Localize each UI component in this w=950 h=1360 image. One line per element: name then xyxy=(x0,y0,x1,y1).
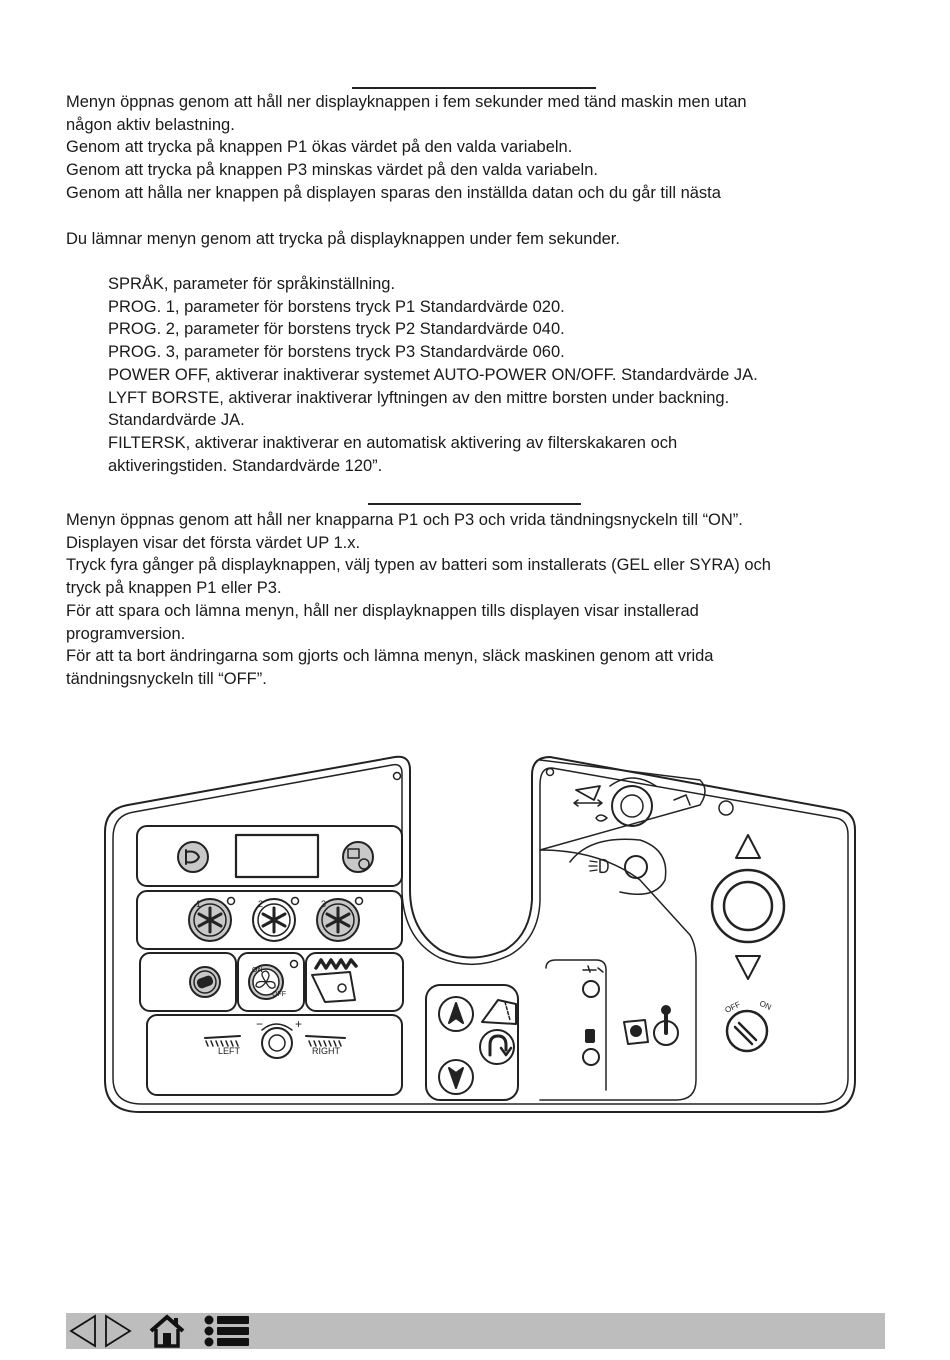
parameter-item: Standardvärde JA. xyxy=(108,411,245,430)
parameter-item: FILTERSK, aktiverar inaktiverar en autom… xyxy=(108,433,678,452)
brush-rotation-icon xyxy=(595,814,608,822)
parameter-item: aktiveringstiden. Standardvärde 120”. xyxy=(108,456,383,475)
lcd-display xyxy=(234,833,320,879)
panel-inner-outline xyxy=(112,763,849,1105)
horn-button xyxy=(177,841,209,873)
key-on-label: ON xyxy=(758,999,773,1012)
ignition-key-switch xyxy=(725,1009,769,1053)
panel-screw xyxy=(392,771,402,781)
reverse-button xyxy=(479,1029,515,1065)
main-brush-knob xyxy=(609,777,657,827)
left-brush-icon xyxy=(204,1035,241,1047)
home-icon xyxy=(149,1314,185,1348)
engine-icon xyxy=(623,1019,649,1045)
parameter-item: POWER OFF, aktiverar inaktiverar systeme… xyxy=(108,365,758,384)
parameter-list: SPRÅK, parameter för språkinställning. P… xyxy=(108,273,888,477)
contents-list-button[interactable] xyxy=(202,1313,252,1349)
section1-line: Genom att trycka på knappen P1 ökas värd… xyxy=(66,138,573,157)
speed-control-knob xyxy=(710,868,786,944)
fan-on-label: ON xyxy=(252,967,263,974)
fan-off-label: OFF xyxy=(272,991,286,998)
main-brush-icon xyxy=(573,785,603,807)
section2-line: tryck på knappen P1 eller P3. xyxy=(66,579,282,598)
engine-toggle-switch xyxy=(653,1005,679,1046)
down-arrow-button xyxy=(438,1059,474,1095)
parameter-item: PROG. 1, parameter för borstens tryck P1… xyxy=(108,297,565,316)
work-light-button xyxy=(342,841,374,873)
section2-line: tändningsnyckeln till “OFF”. xyxy=(66,669,267,688)
heading-underline-1 xyxy=(352,87,596,89)
prev-page-button[interactable] xyxy=(67,1313,99,1349)
headlight-icon xyxy=(588,858,609,874)
mode-icon xyxy=(481,999,517,1025)
indicator-area xyxy=(545,959,607,1091)
parameter-item: PROG. 2, parameter för borstens tryck P2… xyxy=(108,320,565,339)
control-panel-illustration: 1 2 3 ON OFF LEFT RIGHT − + xyxy=(100,748,860,1120)
section1-line: Menyn öppnas genom att håll ner displayk… xyxy=(66,93,747,111)
section2-line: programversion. xyxy=(66,624,186,643)
section2-line: Tryck fyra gånger på displayknappen, väl… xyxy=(66,556,771,575)
panel-screw xyxy=(545,767,555,777)
section1-line: någon aktiv belastning. xyxy=(66,115,235,134)
heading-underline-2 xyxy=(368,503,581,505)
up-arrow-button xyxy=(438,996,474,1032)
status-light xyxy=(718,800,734,816)
brush-program-button-3 xyxy=(316,896,364,942)
brush-program-button-1 xyxy=(188,896,236,942)
fuel-indicator xyxy=(582,1029,600,1066)
home-button[interactable] xyxy=(146,1313,188,1349)
section1-exit-text: Du lämnar menyn genom att trycka på disp… xyxy=(66,230,620,248)
headlight-button xyxy=(624,855,648,879)
speed-up-arrow-icon xyxy=(735,834,761,859)
brush-pressure-knob xyxy=(261,1023,293,1059)
parameter-item: PROG. 3, parameter för borstens tryck P3… xyxy=(108,343,565,362)
display-arrow-panel xyxy=(425,984,519,1101)
brush-number: 2 xyxy=(258,899,263,909)
suction-button xyxy=(189,966,221,998)
section2-line: För att ta bort ändringarna som gjorts o… xyxy=(66,647,714,666)
brush-number: 3 xyxy=(321,899,326,909)
section2-text: Menyn öppnas genom att håll ner knapparn… xyxy=(66,509,886,691)
section2-line: Displayen visar det första värdet UP 1.x… xyxy=(66,533,361,552)
section1-line: Genom att trycka på knappen P3 minskas v… xyxy=(66,161,598,180)
speed-down-arrow-icon xyxy=(735,955,761,980)
parameter-item: SPRÅK, parameter för språkinställning. xyxy=(108,275,396,293)
next-page-icon xyxy=(105,1314,132,1348)
pressure-minus-label: − xyxy=(256,1017,263,1031)
section2-line: Menyn öppnas genom att håll ner knapparn… xyxy=(66,511,743,529)
section1-text: Menyn öppnas genom att håll ner displayk… xyxy=(66,91,886,205)
section2-line: För att spara och lämna menyn, håll ner … xyxy=(66,601,699,620)
right-brush-icon xyxy=(305,1035,346,1047)
filter-shaker-button xyxy=(311,958,358,1003)
next-page-button[interactable] xyxy=(102,1313,134,1349)
fan-button xyxy=(248,959,299,1000)
parameter-item: LYFT BORSTE, aktiverar inaktiverar lyftn… xyxy=(108,388,730,407)
left-brush-label: LEFT xyxy=(218,1046,241,1056)
water-indicator xyxy=(582,965,604,998)
squeegee-icon xyxy=(673,794,691,806)
panel-outline xyxy=(104,755,856,1113)
right-brush-label: RIGHT xyxy=(312,1046,341,1056)
pressure-plus-label: + xyxy=(295,1017,302,1031)
contents-list-icon xyxy=(204,1315,249,1347)
brush-program-button-2 xyxy=(252,896,300,942)
brush-number: 1 xyxy=(196,899,201,909)
bottom-navigation-bar xyxy=(66,1313,885,1349)
prev-page-icon xyxy=(69,1314,96,1348)
section1-line: Genom att hålla ner knappen på displayen… xyxy=(66,183,721,202)
